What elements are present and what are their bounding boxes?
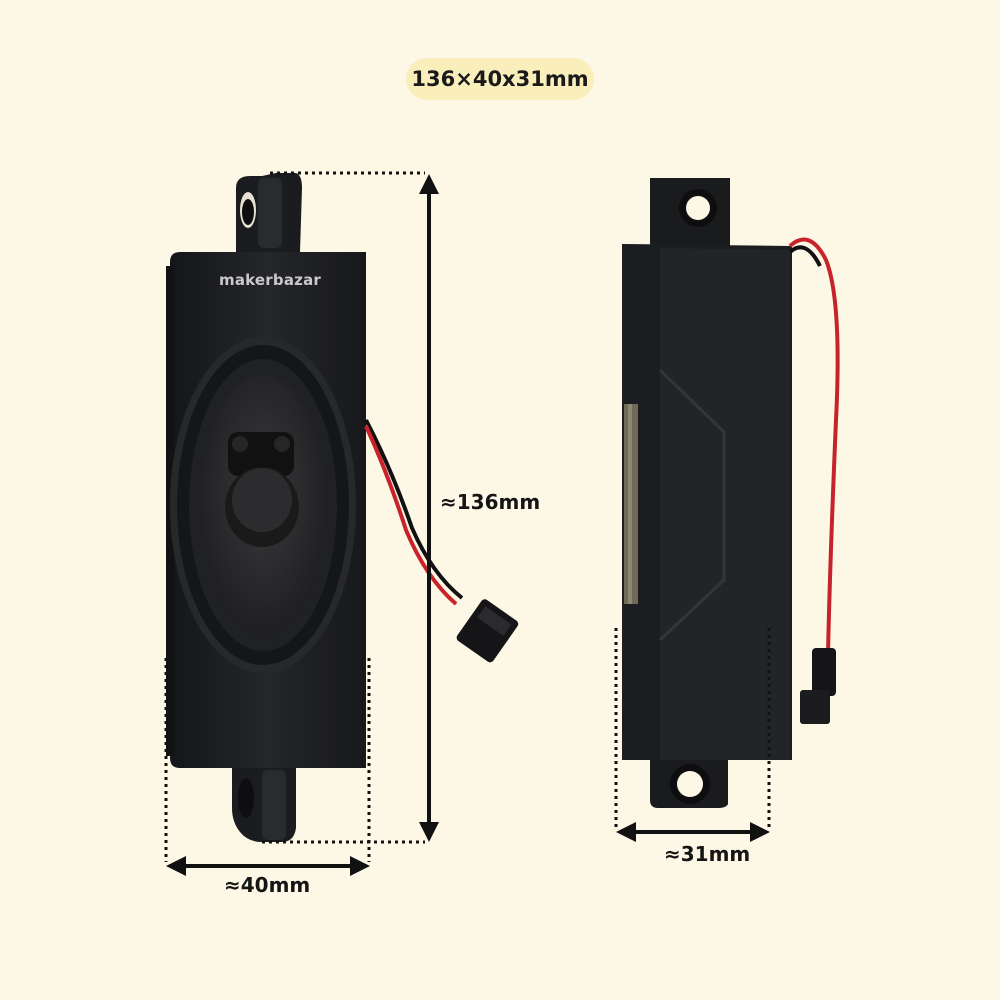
dimensions-badge: 136×40x31mm — [406, 58, 594, 100]
speaker-side-view — [622, 178, 840, 808]
speaker-front-view — [166, 173, 519, 842]
depth-dimension-label: ≈31mm — [664, 842, 751, 866]
dimension-lines — [164, 171, 771, 876]
width-dimension-label: ≈40mm — [224, 873, 311, 897]
height-dimension-label: ≈136mm — [440, 490, 541, 514]
brand-logo: makerbazar — [219, 271, 322, 289]
